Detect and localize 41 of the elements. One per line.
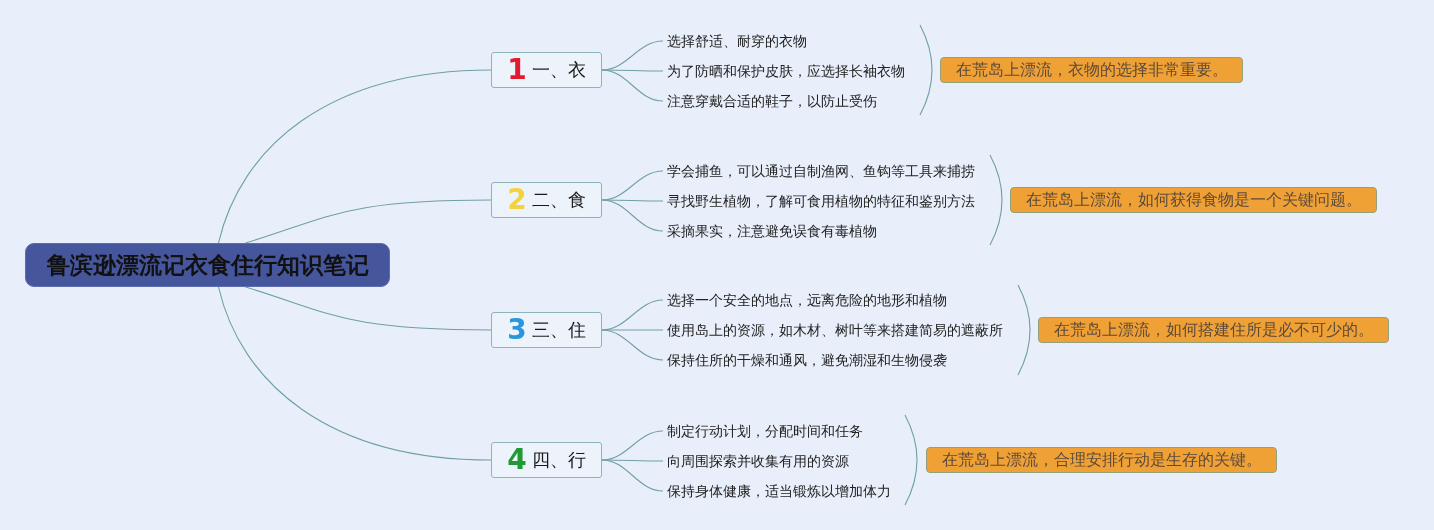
topic-box <box>491 182 602 218</box>
topic-number: 2 <box>507 185 527 215</box>
subtopic-text: 使用岛上的资源，如木材、树叶等来搭建简易的遮蔽所 <box>663 320 1003 340</box>
connector-line <box>601 459 664 492</box>
topic-number: 1 <box>507 55 527 85</box>
connector-line <box>217 69 492 244</box>
subtopic-text: 选择一个安全的地点，远离危险的地形和植物 <box>663 290 947 310</box>
central-topic-box: 鲁滨逊漂流记衣食住行知识笔记 <box>25 243 390 287</box>
connector-line <box>217 286 492 461</box>
summary-box: 在荒岛上漂流，衣物的选择非常重要。 <box>940 57 1243 83</box>
subtopic-text: 保持身体健康，适当锻炼以增加体力 <box>663 481 891 501</box>
subtopic-text: 选择舒适、耐穿的衣物 <box>663 31 807 51</box>
connector-line <box>244 199 492 244</box>
topic-label: 二、食 <box>531 188 586 212</box>
topic-label: 三、住 <box>531 318 586 342</box>
subtopic-text: 向周围探索并收集有用的资源 <box>663 451 849 471</box>
topic-label: 一、衣 <box>531 58 586 82</box>
subtopic-text: 保持住所的干燥和通风，避免潮湿和生物侵袭 <box>663 350 947 370</box>
connector-line <box>244 286 492 331</box>
connector-line <box>601 329 664 331</box>
topic-box <box>491 442 602 478</box>
topic-number: 3 <box>507 315 527 345</box>
connector-line <box>601 69 664 102</box>
subtopic-text: 采摘果实，注意避免误食有毒植物 <box>663 221 877 241</box>
subtopic-text: 为了防晒和保护皮肤，应选择长袖衣物 <box>663 61 905 81</box>
summary-box: 在荒岛上漂流，如何搭建住所是必不可少的。 <box>1038 317 1389 343</box>
topic-box <box>491 52 602 88</box>
subtopic-text: 制定行动计划，分配时间和任务 <box>663 421 863 441</box>
connector-line <box>601 199 664 232</box>
topic-number: 4 <box>507 445 527 475</box>
topic-label: 四、行 <box>531 448 586 472</box>
subtopic-text: 学会捕鱼，可以通过自制渔网、鱼钩等工具来捕捞 <box>663 161 975 181</box>
summary-box: 在荒岛上漂流，如何获得食物是一个关键问题。 <box>1010 187 1377 213</box>
connector-line <box>601 459 664 462</box>
connector-line <box>601 69 664 72</box>
topic-box <box>491 312 602 348</box>
subtopic-text: 注意穿戴合适的鞋子，以防止受伤 <box>663 91 877 111</box>
connector-line <box>601 199 664 202</box>
summary-box: 在荒岛上漂流，合理安排行动是生存的关键。 <box>926 447 1277 473</box>
subtopic-text: 寻找野生植物，了解可食用植物的特征和鉴别方法 <box>663 191 975 211</box>
connector-line <box>601 329 664 361</box>
